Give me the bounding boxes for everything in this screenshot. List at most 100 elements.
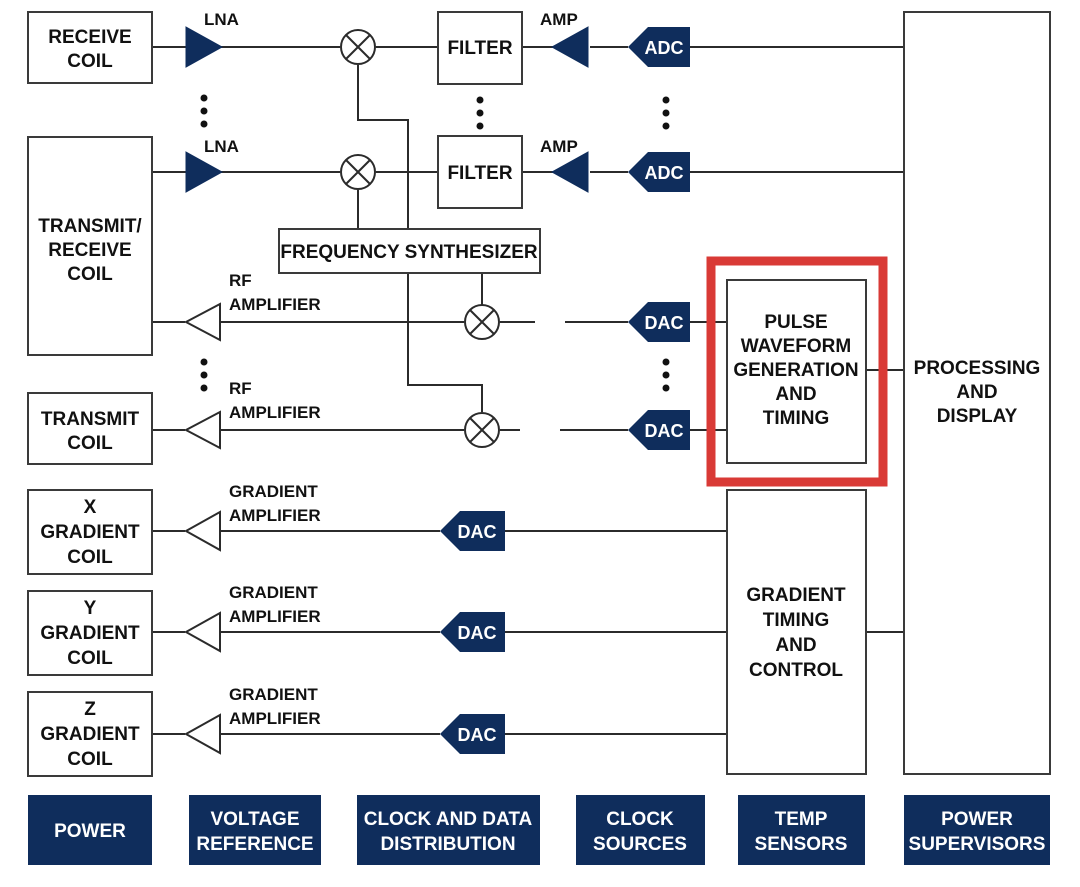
svg-text:SOURCES: SOURCES	[593, 834, 687, 855]
highlight-frame	[706, 256, 888, 487]
lna-1: LNA	[185, 10, 239, 68]
svg-text:TIMING: TIMING	[763, 610, 830, 631]
svg-text:DAC: DAC	[458, 623, 497, 643]
svg-text:GRADIENT: GRADIENT	[40, 522, 140, 543]
svg-text:SENSORS: SENSORS	[755, 834, 848, 855]
footer-temp-sensors: TEMP SENSORS	[738, 795, 865, 865]
svg-text:POWER: POWER	[54, 821, 126, 842]
svg-text:GRADIENT: GRADIENT	[40, 623, 140, 644]
gradient-timing-control-block: GRADIENT TIMING AND CONTROL	[726, 489, 867, 775]
svg-text:DISTRIBUTION: DISTRIBUTION	[380, 834, 515, 855]
signal-wires	[152, 46, 904, 735]
svg-text:REFERENCE: REFERENCE	[196, 834, 313, 855]
amp-1: AMP	[540, 10, 589, 68]
svg-text:AND: AND	[775, 635, 816, 656]
svg-text:COIL: COIL	[67, 547, 113, 568]
svg-text:AND: AND	[775, 384, 816, 405]
svg-text:ADC: ADC	[645, 38, 684, 58]
svg-text:COIL: COIL	[67, 264, 113, 285]
svg-text:Y: Y	[84, 598, 97, 619]
pulse-waveform-generation-block: PULSE WAVEFORM GENERATION AND TIMING	[726, 279, 867, 464]
filter-1: FILTER	[437, 11, 523, 85]
svg-text:TEMP: TEMP	[775, 809, 828, 830]
svg-text:CONTROL: CONTROL	[749, 660, 843, 681]
processing-display-block: PROCESSING AND DISPLAY	[903, 11, 1051, 775]
svg-text:FILTER: FILTER	[447, 38, 512, 59]
svg-text:GRADIENT: GRADIENT	[40, 724, 140, 745]
svg-text:AMPLIFIER: AMPLIFIER	[229, 709, 321, 728]
mixer-4	[464, 412, 500, 448]
transmit-receive-coil: TRANSMIT/ RECEIVE COIL	[27, 136, 153, 356]
svg-text:AMPLIFIER: AMPLIFIER	[229, 607, 321, 626]
svg-text:COIL: COIL	[67, 749, 113, 770]
svg-text:DISPLAY: DISPLAY	[937, 406, 1018, 427]
svg-text:TRANSMIT/: TRANSMIT/	[38, 216, 142, 237]
mixer-2	[340, 154, 376, 190]
transmit-coil: TRANSMIT COIL	[27, 392, 153, 465]
svg-text:COIL: COIL	[67, 648, 113, 669]
receive-coil: RECEIVE COIL	[27, 11, 153, 84]
filter-2: FILTER	[437, 135, 523, 209]
svg-text:AMPLIFIER: AMPLIFIER	[229, 295, 321, 314]
svg-text:GRADIENT: GRADIENT	[229, 685, 318, 704]
svg-text:TRANSMIT: TRANSMIT	[41, 409, 140, 430]
rf-amplifier-2: RF AMPLIFIER	[183, 379, 321, 450]
x-gradient-coil: X GRADIENT COIL	[27, 489, 153, 575]
svg-text:LNA: LNA	[204, 10, 239, 29]
svg-text:GENERATION: GENERATION	[733, 360, 858, 381]
svg-text:AMPLIFIER: AMPLIFIER	[229, 403, 321, 422]
rf-dac-2: DAC	[628, 410, 690, 450]
svg-text:X: X	[84, 497, 97, 518]
receive-coil-ellipsis	[200, 94, 208, 128]
svg-text:AMPLIFIER: AMPLIFIER	[229, 506, 321, 525]
svg-text:LNA: LNA	[204, 137, 239, 156]
svg-text:AND: AND	[956, 382, 997, 403]
frequency-synthesizer: FREQUENCY SYNTHESIZER	[278, 228, 541, 274]
gradient-dac-y: DAC	[440, 612, 505, 652]
adc-ellipsis	[662, 96, 670, 130]
svg-text:RECEIVE: RECEIVE	[48, 27, 131, 48]
adc-1: ADC	[628, 27, 690, 67]
z-gradient-coil: Z GRADIENT COIL	[27, 691, 153, 777]
svg-text:COIL: COIL	[67, 433, 113, 454]
svg-text:RF: RF	[229, 379, 252, 398]
footer-power-supervisors: POWER SUPERVISORS	[904, 795, 1050, 865]
svg-text:AMP: AMP	[540, 137, 578, 156]
rf-amplifier-1: RF AMPLIFIER	[183, 271, 321, 342]
svg-text:GRADIENT: GRADIENT	[229, 482, 318, 501]
svg-text:PULSE: PULSE	[764, 312, 827, 333]
svg-text:TIMING: TIMING	[763, 408, 830, 429]
gradient-dac-x: DAC	[440, 511, 505, 551]
y-gradient-coil: Y GRADIENT COIL	[27, 590, 153, 676]
svg-text:RF: RF	[229, 271, 252, 290]
svg-text:SUPERVISORS: SUPERVISORS	[909, 834, 1046, 855]
svg-text:DAC: DAC	[645, 421, 684, 441]
svg-text:CLOCK AND DATA: CLOCK AND DATA	[364, 809, 533, 830]
amp-2: AMP	[540, 137, 589, 193]
mixer-1	[340, 29, 376, 65]
svg-text:Z: Z	[84, 699, 96, 720]
svg-text:VOLTAGE: VOLTAGE	[210, 809, 299, 830]
filter-ellipsis	[476, 96, 484, 130]
mixer-3	[464, 304, 500, 340]
svg-text:FILTER: FILTER	[447, 163, 512, 184]
footer-voltage-reference: VOLTAGE REFERENCE	[189, 795, 321, 865]
transmit-coil-ellipsis	[200, 358, 208, 392]
gradient-amplifier-z: GRADIENT AMPLIFIER	[183, 685, 321, 755]
svg-text:FREQUENCY SYNTHESIZER: FREQUENCY SYNTHESIZER	[280, 242, 538, 263]
rf-dac-1: DAC	[628, 302, 690, 342]
svg-text:DAC: DAC	[458, 725, 497, 745]
svg-text:ADC: ADC	[645, 163, 684, 183]
svg-text:DAC: DAC	[458, 522, 497, 542]
svg-text:PROCESSING: PROCESSING	[914, 358, 1041, 379]
dac-ellipsis	[662, 358, 670, 392]
adc-2: ADC	[628, 152, 690, 192]
svg-text:GRADIENT: GRADIENT	[746, 585, 846, 606]
svg-text:AMP: AMP	[540, 10, 578, 29]
gradient-amplifier-y: GRADIENT AMPLIFIER	[183, 583, 321, 653]
svg-text:DAC: DAC	[645, 313, 684, 333]
footer-clock-sources: CLOCK SOURCES	[576, 795, 705, 865]
svg-text:COIL: COIL	[67, 51, 113, 72]
gradient-dac-z: DAC	[440, 714, 505, 754]
